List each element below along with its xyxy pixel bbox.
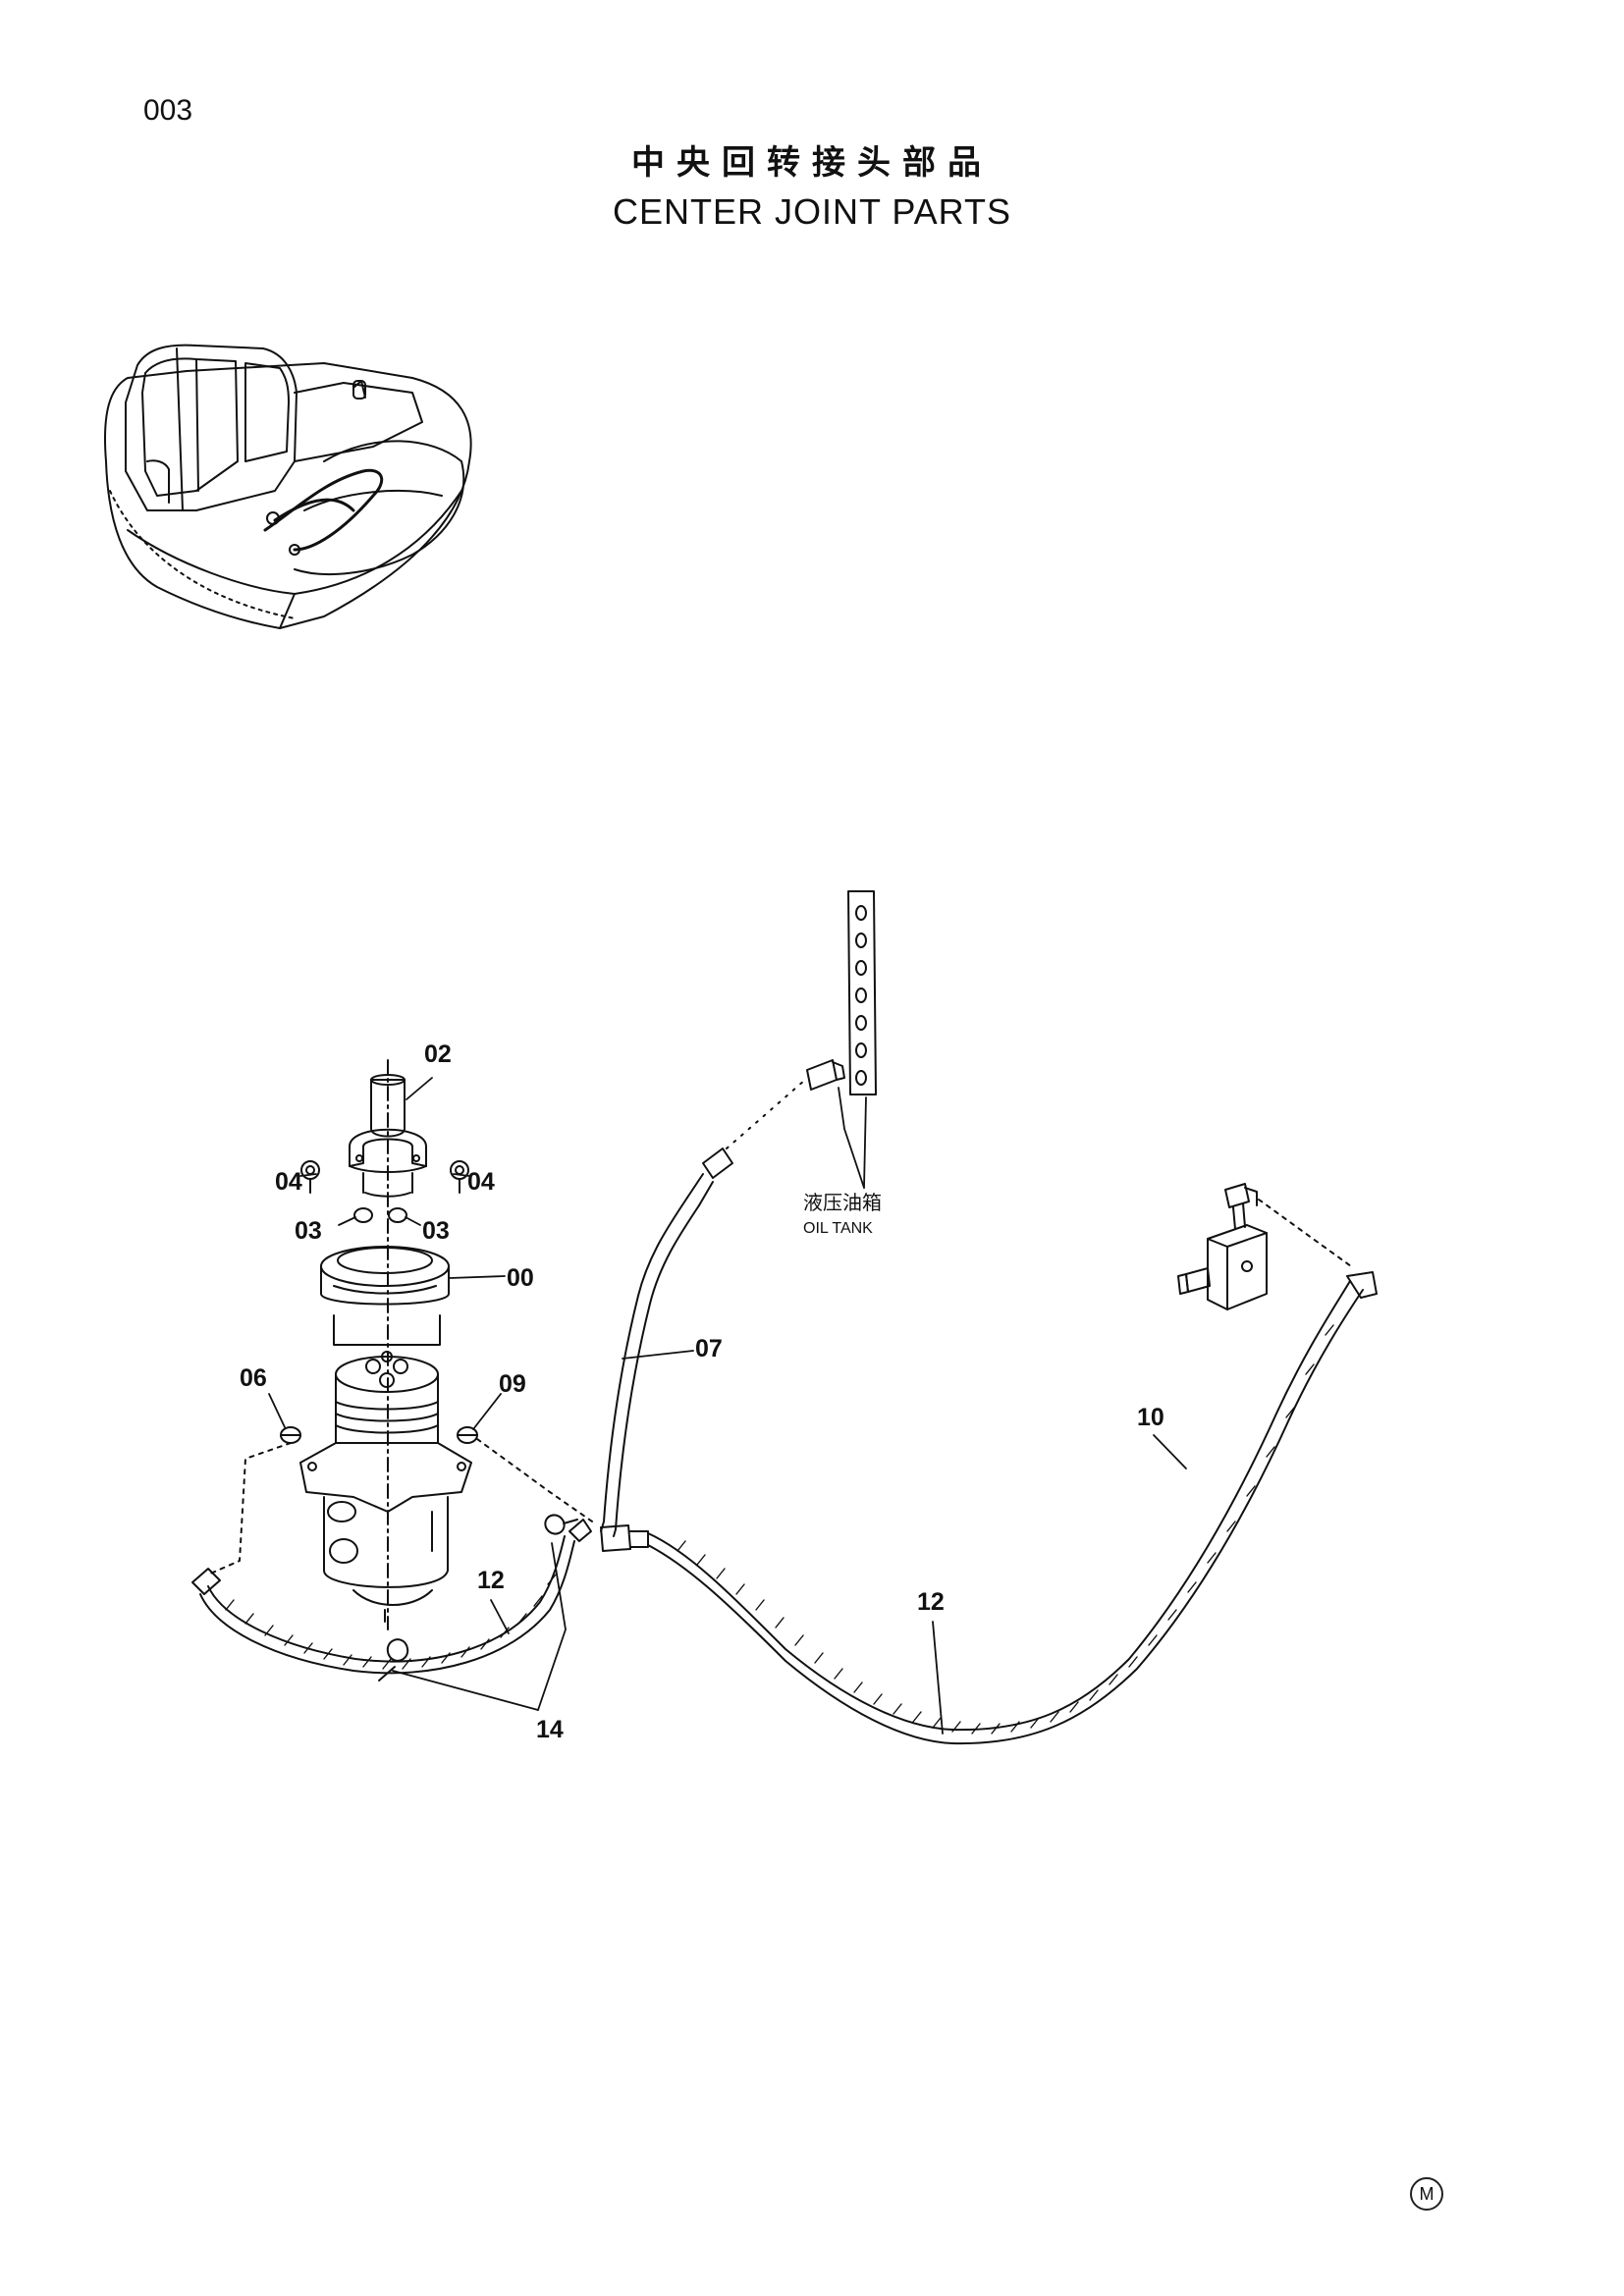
- callout-12-left: 12: [477, 1567, 505, 1594]
- oil-tank-label-cn: 液压油箱: [803, 1191, 882, 1214]
- title-english: CENTER JOINT PARTS: [612, 191, 1012, 232]
- title-chinese: 中央回转接头部品: [631, 143, 993, 183]
- hose-12-long: [600, 1271, 1378, 1745]
- callout-06: 06: [240, 1364, 267, 1392]
- hose-12-loop: [191, 1438, 596, 1682]
- callout-04-left: 04: [275, 1168, 302, 1196]
- clamp-14-right: [544, 1514, 566, 1535]
- part-03-orings: [353, 1207, 407, 1223]
- center-joint-body: [299, 1314, 472, 1623]
- hose-07: [600, 1079, 806, 1537]
- callout-02: 02: [424, 1041, 452, 1068]
- page-number: 003: [143, 94, 193, 127]
- part-06-09-fittings: [280, 1426, 478, 1444]
- center-joint-assembly: [280, 1059, 478, 1630]
- oil-tank-plate: [806, 890, 877, 1095]
- callout-10: 10: [1137, 1404, 1164, 1431]
- callout-04-right: 04: [467, 1168, 495, 1196]
- callout-labels: 02 04 04 03 03 00 06 09 07 10 12 12 14 液…: [240, 1041, 1164, 1743]
- callout-09: 09: [499, 1370, 526, 1398]
- oil-tank-label-en: OIL TANK: [803, 1220, 873, 1237]
- callout-14: 14: [536, 1716, 564, 1743]
- callout-00: 00: [507, 1264, 534, 1292]
- valve-block: [1177, 1183, 1352, 1310]
- excavator-overview: [104, 344, 472, 629]
- page-title: 中央回转接头部品 CENTER JOINT PARTS: [0, 135, 1624, 233]
- excavator-hose-highlight: [263, 468, 384, 552]
- callout-03-right: 03: [422, 1217, 450, 1245]
- callout-03-left: 03: [295, 1217, 322, 1245]
- part-04-bolts: [300, 1160, 469, 1194]
- part-00-seal: [320, 1246, 450, 1306]
- model-mark-icon: M: [1410, 2177, 1443, 2211]
- clamp-14-left: [386, 1638, 409, 1662]
- leader-lines: [268, 1077, 1187, 1735]
- callout-12-right: 12: [917, 1588, 945, 1616]
- callout-07: 07: [695, 1335, 723, 1362]
